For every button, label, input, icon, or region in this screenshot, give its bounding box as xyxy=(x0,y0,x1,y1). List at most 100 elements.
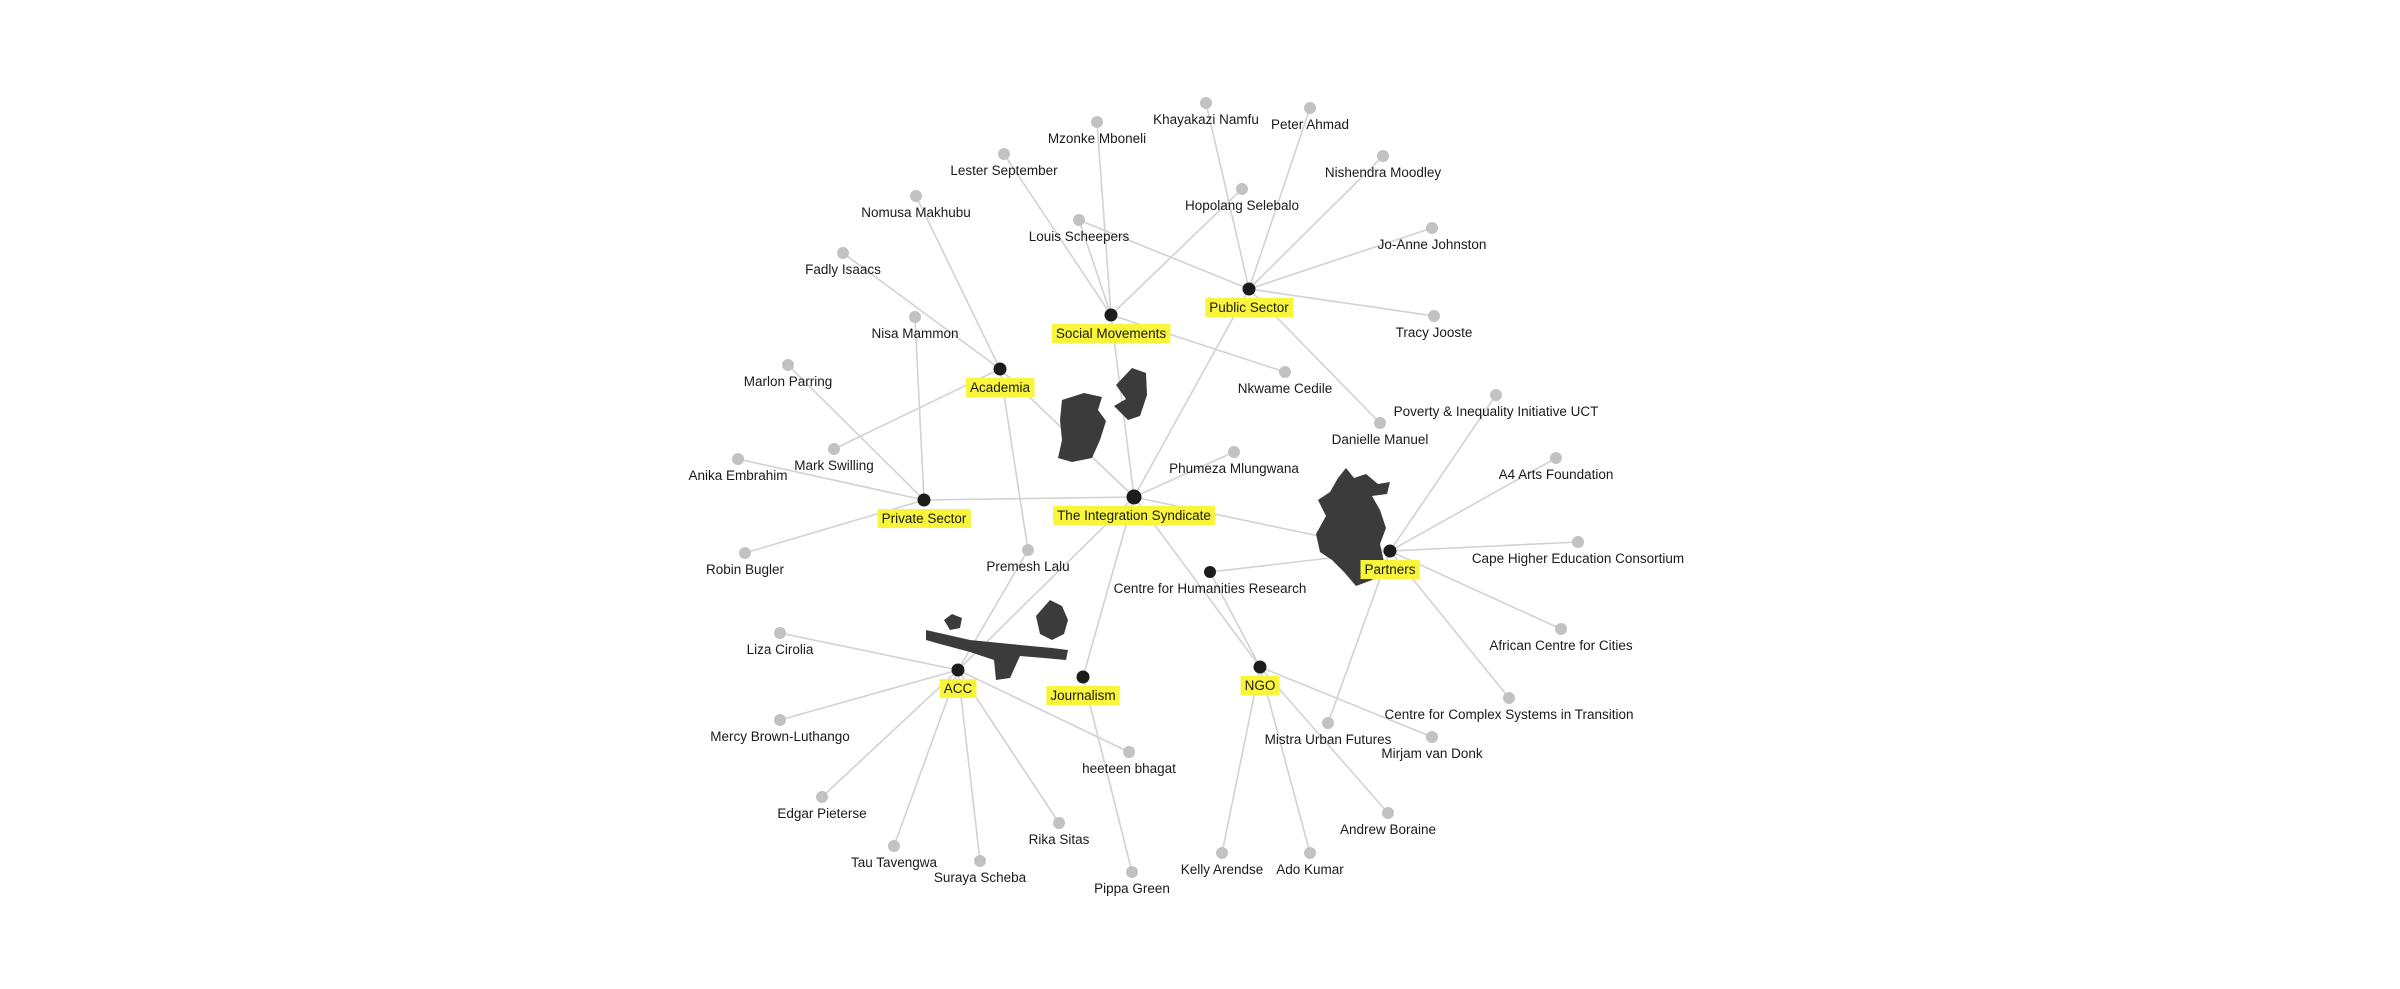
person-dot[interactable] xyxy=(1555,623,1567,635)
person-node-nisa[interactable]: Nisa Mammon xyxy=(871,311,959,341)
person-dot[interactable] xyxy=(1503,692,1515,704)
person-dot[interactable] xyxy=(732,453,744,465)
hub-node-journalism[interactable]: Journalism xyxy=(1046,670,1120,706)
person-dot[interactable] xyxy=(1382,807,1394,819)
person-dot[interactable] xyxy=(1377,150,1389,162)
person-node-joanne[interactable]: Jo-Anne Johnston xyxy=(1378,222,1487,252)
person-dot[interactable] xyxy=(1200,97,1212,109)
hub-dot[interactable] xyxy=(1242,282,1256,296)
person-dot[interactable] xyxy=(1572,536,1584,548)
person-dot[interactable] xyxy=(1228,446,1240,458)
edge-partners-capehigher xyxy=(1389,541,1579,552)
person-dot[interactable] xyxy=(910,190,922,202)
person-dot[interactable] xyxy=(1022,544,1034,556)
person-dot[interactable] xyxy=(1126,866,1138,878)
edge-acc-heeteen xyxy=(957,669,1130,753)
person-node-phumeza[interactable]: Phumeza Mlungwana xyxy=(1169,446,1299,476)
hub-node-private[interactable]: Private Sector xyxy=(877,493,971,529)
person-node-capehigher[interactable]: Cape Higher Education Consortium xyxy=(1472,536,1684,566)
person-node-khayakazi[interactable]: Khayakazi Namfu xyxy=(1153,97,1259,127)
person-dot[interactable] xyxy=(1123,746,1135,758)
person-node-rika[interactable]: Rika Sitas xyxy=(1029,817,1090,847)
person-node-heeteen[interactable]: heeteen bhagat xyxy=(1082,746,1176,776)
hub-node-social[interactable]: Social Movements xyxy=(1051,308,1171,344)
person-dot[interactable] xyxy=(1216,847,1228,859)
hub-dot[interactable] xyxy=(1104,308,1118,322)
person-dot[interactable] xyxy=(816,791,828,803)
hub-dot[interactable] xyxy=(951,663,965,677)
person-node-mirjam[interactable]: Mirjam van Donk xyxy=(1381,731,1483,761)
person-node-nomusa[interactable]: Nomusa Makhubu xyxy=(861,190,971,220)
person-node-a4[interactable]: A4 Arts Foundation xyxy=(1499,452,1614,482)
person-node-andrew[interactable]: Andrew Boraine xyxy=(1340,807,1436,837)
hub-node-partners[interactable]: Partners xyxy=(1360,544,1420,580)
person-dot[interactable] xyxy=(837,247,849,259)
person-node-fadly[interactable]: Fadly Isaacs xyxy=(805,247,881,277)
person-dot[interactable] xyxy=(1490,389,1502,401)
person-dot[interactable] xyxy=(828,443,840,455)
person-node-mistra[interactable]: Mistra Urban Futures xyxy=(1265,717,1392,747)
hub-label-highlight xyxy=(1051,324,1171,343)
person-node-peter[interactable]: Peter Ahmad xyxy=(1271,102,1349,132)
person-node-poverty[interactable]: Poverty & Inequality Initiative UCT xyxy=(1394,389,1599,419)
person-node-suraya[interactable]: Suraya Scheba xyxy=(934,855,1027,885)
hub-node-ngo[interactable]: NGO xyxy=(1240,660,1280,696)
person-dot[interactable] xyxy=(774,627,786,639)
hub-dot[interactable] xyxy=(993,362,1007,376)
person-node-edgar[interactable]: Edgar Pieterse xyxy=(777,791,867,821)
person-dot[interactable] xyxy=(1374,417,1386,429)
person-dot[interactable] xyxy=(1550,452,1562,464)
person-node-lester[interactable]: Lester September xyxy=(950,148,1058,178)
person-dot[interactable] xyxy=(1073,214,1085,226)
hub-node-academia[interactable]: Academia xyxy=(965,362,1035,398)
person-node-mark[interactable]: Mark Swilling xyxy=(794,443,874,473)
person-dot[interactable] xyxy=(909,311,921,323)
hub-node-public[interactable]: Public Sector xyxy=(1205,282,1294,318)
person-node-premesh[interactable]: Premesh Lalu xyxy=(986,544,1070,574)
person-node-hopolang[interactable]: Hopolang Selebalo xyxy=(1185,183,1299,213)
hub-dot[interactable] xyxy=(1253,660,1267,674)
hub-node-acc[interactable]: ACC xyxy=(939,663,977,699)
hub-node-integration[interactable]: The Integration Syndicate xyxy=(1053,489,1215,526)
person-node-nkwame[interactable]: Nkwame Cedile xyxy=(1238,366,1333,396)
person-dot[interactable] xyxy=(1304,102,1316,114)
hub-dot[interactable] xyxy=(1126,489,1142,505)
person-dot[interactable] xyxy=(998,148,1010,160)
person-node-robin[interactable]: Robin Bugler xyxy=(706,547,785,577)
hub-dot[interactable] xyxy=(917,493,931,507)
person-dot[interactable] xyxy=(1428,310,1440,322)
hub-dot[interactable] xyxy=(1383,544,1397,558)
person-node-tracy[interactable]: Tracy Jooste xyxy=(1396,310,1473,340)
person-dot[interactable] xyxy=(974,855,986,867)
person-node-nishendra[interactable]: Nishendra Moodley xyxy=(1325,150,1442,180)
person-dot[interactable] xyxy=(1204,566,1216,578)
person-dot[interactable] xyxy=(1091,116,1103,128)
person-dot[interactable] xyxy=(1279,366,1291,378)
person-dot[interactable] xyxy=(739,547,751,559)
person-dot[interactable] xyxy=(1053,817,1065,829)
person-dot[interactable] xyxy=(782,359,794,371)
person-node-louis[interactable]: Louis Scheepers xyxy=(1029,214,1130,244)
person-node-pippa[interactable]: Pippa Green xyxy=(1094,866,1170,896)
person-dot[interactable] xyxy=(1426,731,1438,743)
person-node-danielle[interactable]: Danielle Manuel xyxy=(1332,417,1429,447)
person-node-anika[interactable]: Anika Embrahim xyxy=(688,453,788,483)
person-node-liza[interactable]: Liza Cirolia xyxy=(747,627,814,657)
person-node-marlon[interactable]: Marlon Parring xyxy=(744,359,833,389)
hub-dot[interactable] xyxy=(1076,670,1090,684)
person-dot[interactable] xyxy=(1426,222,1438,234)
person-node-mzonke[interactable]: Mzonke Mboneli xyxy=(1048,116,1146,146)
person-dot[interactable] xyxy=(888,840,900,852)
person-dot[interactable] xyxy=(1304,847,1316,859)
hub-label: Public Sector xyxy=(1209,300,1289,315)
person-node-kelly[interactable]: Kelly Arendse xyxy=(1181,847,1264,877)
person-node-african[interactable]: African Centre for Cities xyxy=(1489,623,1633,653)
person-node-complex[interactable]: Centre for Complex Systems in Transition xyxy=(1384,692,1634,722)
person-node-mercy[interactable]: Mercy Brown-Luthango xyxy=(710,714,850,744)
person-node-chr[interactable]: Centre for Humanities Research xyxy=(1114,566,1307,596)
person-dot[interactable] xyxy=(1236,183,1248,195)
person-node-ado[interactable]: Ado Kumar xyxy=(1276,847,1344,877)
person-dot[interactable] xyxy=(1322,717,1334,729)
person-dot[interactable] xyxy=(774,714,786,726)
person-node-tau[interactable]: Tau Tavengwa xyxy=(851,840,938,870)
